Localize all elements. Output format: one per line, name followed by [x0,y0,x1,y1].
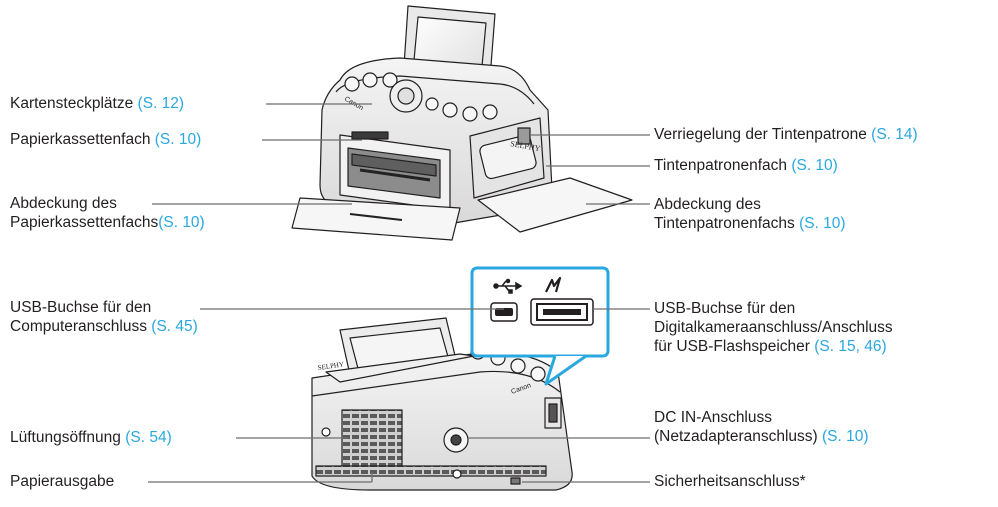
label-paper-cassette-slot-text: Papierkassettenfach [10,131,151,148]
ink-cartridge-cover [477,177,633,233]
label-ink-cover-text: Tintenpatronenfachs [654,215,795,232]
label-usb-camera-ref[interactable]: (S. 15, 46) [814,338,887,355]
label-usb-computer-text: Computeranschluss [10,318,147,335]
label-ink-lock-text: Verriegelung der Tintenpatrone [654,126,867,143]
pictbridge-icon [545,276,562,293]
label-paper-cassette-cover: Papierkassettenfachs(S. 10) [10,213,205,232]
top-printer [291,5,633,241]
label-usb-camera-text: für USB-Flashspeicher [654,338,810,355]
label-ink-cover-line1-text: Abdeckung des [654,196,761,213]
label-dc-in-ref[interactable]: (S. 10) [822,428,869,445]
label-card-slots-text: Kartensteckplätze [10,95,134,112]
label-ink-cover-line1: Abdeckung des [654,195,761,214]
label-dc-in: (Netzadapteranschluss) (S. 10) [654,427,869,446]
label-dc-in-line1-text: DC IN-Anschluss [654,409,772,426]
label-ink-slot-text: Tintenpatronenfach [654,157,787,174]
label-usb-camera-line1: USB-Buchse für den [654,299,795,318]
label-security-slot: Sicherheitsanschluss* [654,472,806,491]
top-printer-body [319,57,553,225]
label-usb-camera-line1-text: USB-Buchse für den [654,300,796,317]
label-usb-camera-line2-text: Digitalkameraanschluss/Anschluss [654,319,893,336]
label-paper-cassette-cover-ref[interactable]: (S. 10) [158,214,205,231]
label-ink-slot-ref[interactable]: (S. 10) [791,157,838,174]
bottom-model-mark: SELPHY [317,360,344,372]
label-dc-in-line1: DC IN-Anschluss [654,408,772,427]
label-paper-output: Papierausgabe [10,472,114,491]
paper-cassette-cover [291,197,461,241]
label-ink-lock-ref[interactable]: (S. 14) [871,126,918,143]
label-ink-lock: Verriegelung der Tintenpatrone (S. 14) [654,125,918,144]
label-card-slots-ref[interactable]: (S. 12) [137,95,185,112]
label-ink-slot: Tintenpatronenfach (S. 10) [654,156,838,175]
bottom-printer [311,317,573,491]
label-paper-cassette-cover-text: Papierkassettenfachs [10,214,159,231]
top-leader-lines [152,103,650,205]
label-paper-cassette-cover-line1: Abdeckung des [10,194,117,213]
bottom-leader-lines [148,308,650,483]
label-security-slot-text: Sicherheitsanschluss* [654,473,806,490]
security-slot [510,477,521,485]
usb-callout-box [470,266,610,386]
label-usb-computer-line1-text: USB-Buchse für den [10,299,152,316]
label-paper-cassette-slot-ref[interactable]: (S. 10) [154,131,202,148]
label-paper-cassette-cover-line1-text: Abdeckung des [10,195,117,212]
label-dc-in-text: (Netzadapteranschluss) [654,428,818,445]
label-ink-cover-ref[interactable]: (S. 10) [799,215,846,232]
label-vent-text: Lüftungsöffnung [10,429,121,446]
label-usb-computer-ref[interactable]: (S. 45) [151,318,198,335]
label-usb-camera-line2: Digitalkameraanschluss/Anschluss [654,318,893,337]
label-paper-output-text: Papierausgabe [10,473,115,490]
usb-symbol-icon [493,278,523,294]
vent-grille [341,409,403,469]
label-usb-computer-line1: USB-Buchse für den [10,298,151,317]
label-card-slots: Kartensteckplätze (S. 12) [10,94,184,113]
label-paper-cassette-slot: Papierkassettenfach (S. 10) [10,130,201,149]
paper-output-slot [315,465,547,477]
label-usb-computer: Computeranschluss (S. 45) [10,317,198,336]
label-vent-ref[interactable]: (S. 54) [125,429,172,446]
label-vent: Lüftungsöffnung (S. 54) [10,428,172,447]
label-usb-camera: für USB-Flashspeicher (S. 15, 46) [654,337,887,356]
label-ink-cover: Tintenpatronenfachs (S. 10) [654,214,846,233]
